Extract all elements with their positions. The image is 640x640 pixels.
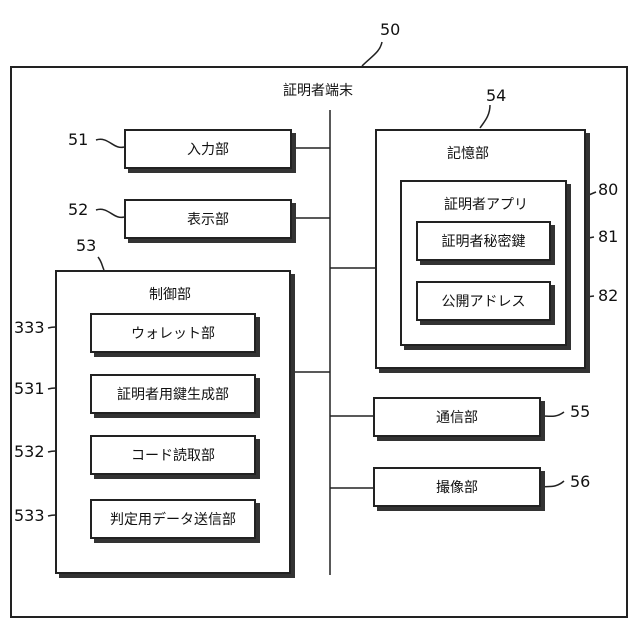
control-unit-label: 制御部 xyxy=(149,288,191,302)
terminal-ref: 50 xyxy=(380,22,400,38)
communication-unit-ref: 55 xyxy=(570,404,590,420)
private-key-ref: 81 xyxy=(598,229,618,245)
key-generation-unit-box: 証明者用鍵生成部 xyxy=(90,374,256,414)
imaging-unit-label: 撮像部 xyxy=(436,477,478,497)
code-reader-unit-label: コード読取部 xyxy=(131,445,215,465)
prover-app-box: 証明者アプリ xyxy=(400,180,567,346)
imaging-unit-ref: 56 xyxy=(570,474,590,490)
storage-unit-ref: 54 xyxy=(486,88,506,104)
imaging-unit-box: 撮像部 xyxy=(373,467,541,507)
prover-app-ref: 80 xyxy=(598,182,618,198)
communication-unit-box: 通信部 xyxy=(373,397,541,437)
judgment-data-sender-label: 判定用データ送信部 xyxy=(110,509,236,529)
input-unit-ref: 51 xyxy=(68,132,88,148)
key-generation-unit-label: 証明者用鍵生成部 xyxy=(117,384,229,404)
storage-unit-label: 記憶部 xyxy=(447,147,489,161)
judgment-data-sender-box: 判定用データ送信部 xyxy=(90,499,256,539)
display-unit-label: 表示部 xyxy=(187,209,229,229)
leader-50 xyxy=(362,42,382,66)
public-address-ref: 82 xyxy=(598,288,618,304)
private-key-box: 証明者秘密鍵 xyxy=(416,221,551,261)
control-unit-ref: 53 xyxy=(76,238,96,254)
key-generation-unit-ref: 531 xyxy=(14,381,45,397)
input-unit-label: 入力部 xyxy=(187,139,229,159)
display-unit-box: 表示部 xyxy=(124,199,292,239)
terminal-title: 証明者端末 xyxy=(283,84,353,98)
communication-unit-label: 通信部 xyxy=(436,407,478,427)
prover-app-label: 証明者アプリ xyxy=(444,198,528,212)
code-reader-unit-box: コード読取部 xyxy=(90,435,256,475)
input-unit-box: 入力部 xyxy=(124,129,292,169)
public-address-label: 公開アドレス xyxy=(442,291,526,311)
wallet-unit-label: ウォレット部 xyxy=(131,323,215,343)
wallet-unit-ref: 333 xyxy=(14,320,45,336)
wallet-unit-box: ウォレット部 xyxy=(90,313,256,353)
judgment-data-sender-ref: 533 xyxy=(14,508,45,524)
display-unit-ref: 52 xyxy=(68,202,88,218)
private-key-label: 証明者秘密鍵 xyxy=(442,231,526,251)
code-reader-unit-ref: 532 xyxy=(14,444,45,460)
public-address-box: 公開アドレス xyxy=(416,281,551,321)
